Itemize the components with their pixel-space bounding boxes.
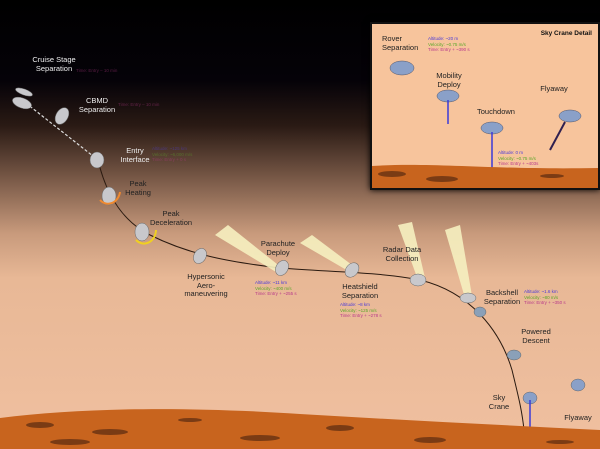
label-peak-heating: Peak Heating: [125, 179, 151, 197]
inset-title: Sky Crane Detail: [540, 30, 592, 37]
peak-decel-glow: [135, 229, 157, 245]
label-radar-data-collection: Radar Data Collection: [382, 245, 422, 263]
label-flyaway: Flyaway: [564, 413, 592, 422]
cruise-dashed-path: [21, 99, 99, 161]
inset-terrain: [372, 164, 598, 188]
label-hypersonic-aero-maneuvering: Hypersonic Aero-maneuvering: [184, 272, 228, 298]
label-sky-crane: Sky Crane: [488, 393, 510, 411]
mars-terrain: [0, 409, 600, 449]
info-cbmd: Time: Entry – 10 min: [118, 102, 160, 107]
parachute-icons: [215, 222, 472, 298]
label-parachute-deploy: Parachute Deploy: [260, 239, 296, 257]
label-cbmd-separation: CBMD Separation: [78, 96, 116, 114]
label-entry-interface: Entry Interface: [120, 146, 150, 164]
label-cruise-stage-separation: Cruise Stage Separation: [32, 55, 76, 73]
label-inset-flyaway: Flyaway: [540, 84, 568, 93]
label-powered-descent: Powered Descent: [521, 327, 551, 345]
sky-crane-detail-panel: Sky Crane Detail Rover Separation Altitu…: [370, 22, 600, 190]
label-peak-deceleration: Peak Deceleration: [149, 209, 193, 227]
info-cruise-stage: Time: Entry – 10 min: [76, 68, 118, 73]
label-backshell-separation: Backshell Separation: [483, 288, 521, 306]
label-mobility-deploy: Mobility Deploy: [436, 71, 462, 89]
inset-art: [372, 60, 598, 188]
peak-heating-glow: [99, 191, 121, 205]
vehicle-icons: [12, 87, 586, 405]
label-heatshield-separation: Heatshield Separation: [341, 282, 379, 300]
label-touchdown: Touchdown: [477, 107, 515, 116]
trajectory-path: [97, 159, 525, 431]
label-rover-separation: Rover Separation: [382, 34, 419, 52]
terrain-rocks: [26, 418, 574, 445]
